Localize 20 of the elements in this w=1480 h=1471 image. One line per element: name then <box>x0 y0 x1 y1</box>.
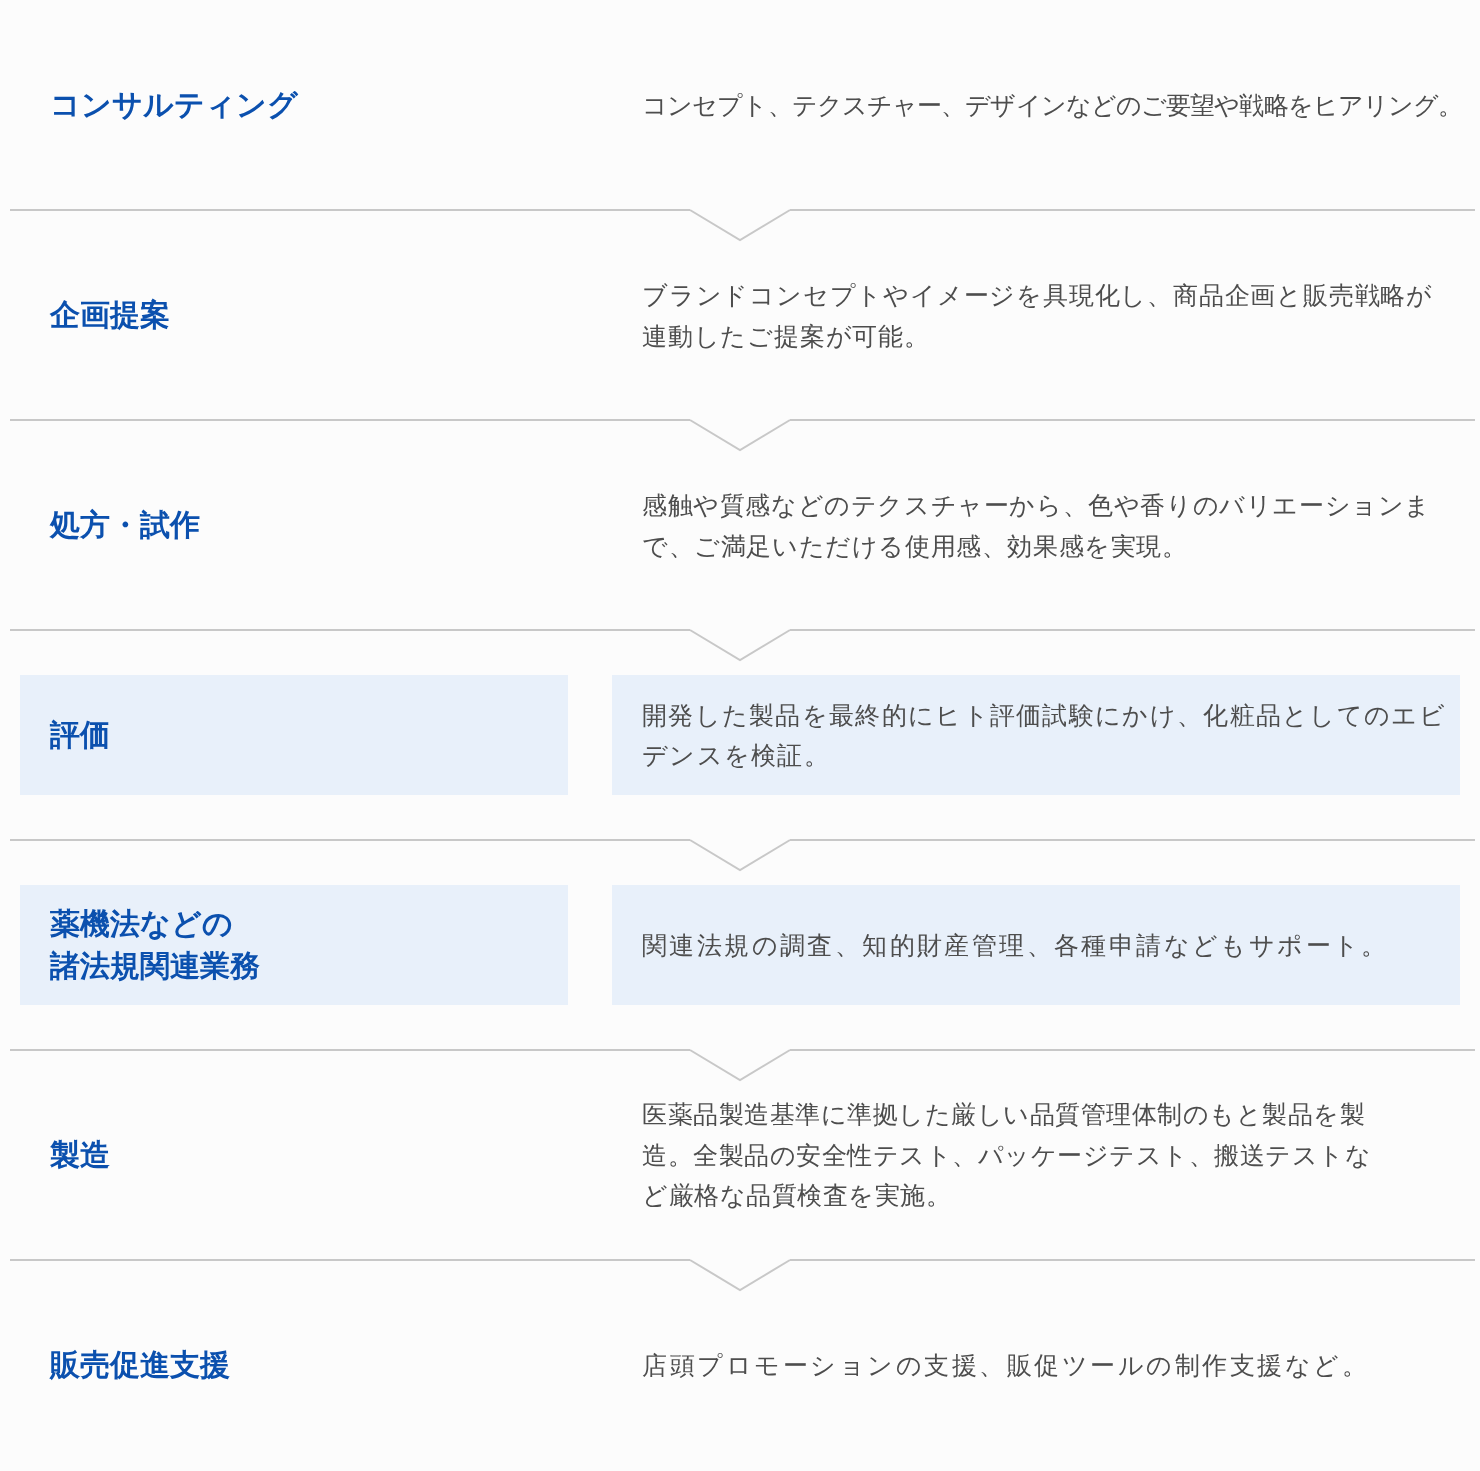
chevron-arrow <box>689 629 791 661</box>
step-description: 医薬品製造基準に準拠した厳しい品質管理体制のもと製品を製造。全製品の安全性テスト、パッケージテスト、搬送テストなど厳格な品質検査を実施。 <box>642 1099 1372 1212</box>
chevron-arrow <box>689 209 791 241</box>
title-box: 薬機法などの諸法規関連業務 <box>20 885 568 1005</box>
step-title: 製造 <box>50 1137 110 1173</box>
step-title: 処方・試作 <box>50 507 200 543</box>
step-description: 店頭プロモーションの支援、販促ツールの制作支援など。 <box>642 1349 1370 1381</box>
chevron-arrow <box>689 1049 791 1081</box>
step-description: コンセプト、テクスチャー、デザインなどのご要望や戦略をヒアリング。 <box>642 89 1464 121</box>
description-box: 関連法規の調査、知的財産管理、各種申請などもサポート。 <box>612 885 1460 1005</box>
step-description: 感触や質感などのテクスチャーから、色や香りのバリエーションまで、ご満足いただける使用感、効果感を実現。 <box>642 489 1432 562</box>
description-box: 開発した製品を最終的にヒト評価試験にかけ、化粧品としてのエビデンスを検証。 <box>612 675 1460 795</box>
step-title: コンサルティング <box>50 87 298 123</box>
step-description: ブランドコンセプトやイメージを具現化し、商品企画と販売戦略が連動したご提案が可能。 <box>642 279 1434 351</box>
chevron-arrow <box>689 839 791 871</box>
step-title: 販売促進支援 <box>50 1347 230 1383</box>
title-box: 評価 <box>20 675 568 795</box>
chevron-arrow <box>689 419 791 451</box>
chevron-arrow <box>689 1259 791 1291</box>
step-title: 企画提案 <box>50 297 170 333</box>
